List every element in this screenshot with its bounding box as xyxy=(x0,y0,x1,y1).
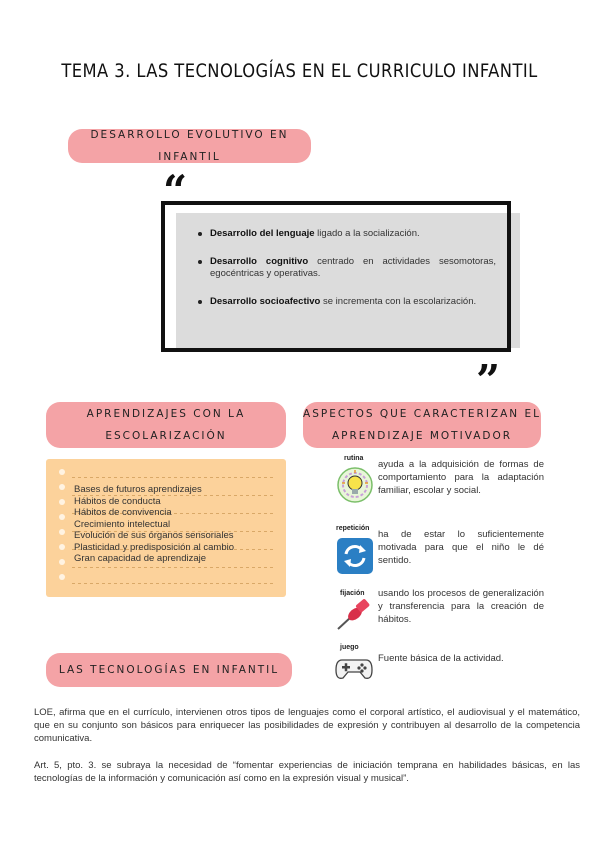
aprendizajes-list: Bases de futuros aprendizajes Hábitos de… xyxy=(74,484,234,565)
list-item: Hábitos de conducta xyxy=(74,495,161,507)
heading-desarrollo-evolutivo-label: DESARROLLO EVOLUTIVO EN INFANTIL xyxy=(90,129,289,163)
heading-aprendizajes-line2: ESCOLARIZACIÓN xyxy=(105,430,227,442)
art5-paragraph: Art. 5, pto. 3. se subraya la necesidad … xyxy=(34,760,580,784)
feature-text-rutina: ayuda a la adquisición de formas de comp… xyxy=(378,459,544,496)
bullet-socioafectivo-text: se incrementa con la escolarización. xyxy=(320,296,477,307)
feature-text-repeticion: ha de estar lo suficientemente motivada … xyxy=(378,529,544,566)
heading-tecnologias-infantil: LAS TECNOLOGÍAS EN INFANTIL xyxy=(46,653,292,687)
bullets-frame xyxy=(161,201,511,352)
heading-aspectos-line1: ASPECTOS QUE CARACTERIZAN EL xyxy=(303,408,541,420)
heading-aspectos-line2: APRENDIZAJE MOTIVADOR xyxy=(331,430,513,442)
heading-aprendizajes: APRENDIZAJES CON LA ESCOLARIZACIÓN xyxy=(46,402,286,448)
heading-desarrollo-evolutivo: DESARROLLO EVOLUTIVO EN INFANTIL xyxy=(68,129,311,163)
bullet-lenguaje-text: ligado a la socialización. xyxy=(314,228,420,239)
list-item: Gran capacidad de aprendizaje xyxy=(74,553,207,564)
close-quote-icon: ” xyxy=(476,356,501,405)
notepad-panel xyxy=(46,459,286,597)
feature-text-fijacion: usando los procesos de generalización y … xyxy=(378,588,544,625)
bullet-cognitivo-text: centrado en actividades sesomotoras, ego… xyxy=(210,256,496,279)
feature-label-rutina: rutina xyxy=(344,455,364,462)
feature-label-juego: juego xyxy=(340,644,359,651)
bullet-socioafectivo-bold: Desarrollo socioafectivo xyxy=(210,296,321,307)
pushpin-icon xyxy=(334,598,374,632)
list-item: Plasticidad y predisposición al cambio xyxy=(74,541,234,553)
list-item: Bases de futuros aprendizajes xyxy=(74,484,202,495)
loe-paragraph: LOE, afirma que en el currículo, intervi… xyxy=(34,707,580,744)
list-item: Hábitos de convivencia xyxy=(74,507,172,518)
bullet-lenguaje-bold: Desarrollo del lenguaje xyxy=(210,228,315,239)
repeat-icon xyxy=(336,537,374,575)
feature-text-juego: Fuente básica de la actividad. xyxy=(378,653,504,664)
bullet-socioafectivo: Desarrollo socioafectivo se incrementa c… xyxy=(196,296,496,308)
feature-label-repeticion: repetición xyxy=(336,525,370,532)
feature-label-fijacion: fijación xyxy=(340,590,365,597)
bullet-lenguaje: Desarrollo del lenguaje ligado a la soci… xyxy=(196,228,496,240)
bullets-shadow-panel xyxy=(176,213,520,348)
bullet-cognitivo-bold: Desarrollo cognitivo xyxy=(210,256,309,267)
page-title: TEMA 3. LAS TECNOLOGÍAS EN EL CURRICULO … xyxy=(61,60,538,82)
list-item: Crecimiento intelectual xyxy=(74,518,171,530)
bullet-cognitivo: Desarrollo cognitivo centrado en activid… xyxy=(196,256,496,280)
development-bullet-list: Desarrollo del lenguaje ligado a la soci… xyxy=(196,228,496,324)
gamepad-icon xyxy=(334,652,374,682)
heading-aspectos: ASPECTOS QUE CARACTERIZAN EL APRENDIZAJE… xyxy=(303,402,541,448)
heading-aprendizajes-line1: APRENDIZAJES CON LA xyxy=(86,408,246,420)
heading-tecnologias-infantil-label: LAS TECNOLOGÍAS EN INFANTIL xyxy=(58,664,280,676)
lightbulb-icon xyxy=(336,466,374,504)
list-item: Evolución de sus órganos sensoriales xyxy=(74,530,234,541)
